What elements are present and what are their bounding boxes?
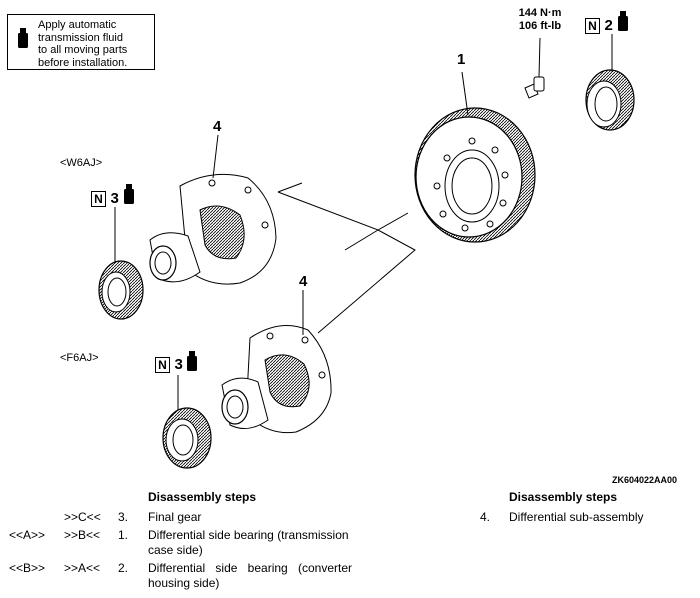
step-row: <<B>> >>A<< 2. Differential side bearing… (0, 561, 360, 593)
bearing-3-f6aj (162, 407, 212, 469)
note-box: Apply automatic transmission fluid to al… (7, 14, 155, 70)
callout-4-f6aj: 4 (299, 273, 308, 290)
n-badge: N (155, 357, 170, 373)
step-number: 1. (118, 528, 129, 542)
bearing-2 (585, 69, 635, 131)
note-line: Apply automatic (38, 19, 117, 31)
step-number: 4. (480, 510, 491, 524)
n-badge: N (91, 191, 106, 207)
steps-right-title: Disassembly steps (509, 490, 618, 504)
bolt (524, 76, 545, 99)
final-gear (414, 107, 536, 243)
note-line: transmission fluid (38, 31, 123, 44)
note-line: before installation. (38, 56, 128, 69)
step-row: <<A>> >>B<< 1. Differential side bearing… (0, 528, 360, 560)
note-text: Apply automatic transmission fluid to al… (38, 19, 154, 69)
step-text: Differential side bearing (transmission (148, 528, 349, 542)
differential-f6aj (221, 325, 332, 434)
torque-spec: 144 N·m 106 ft-lb (505, 7, 575, 33)
callout-4-w6aj: 4 (213, 118, 222, 135)
torque-imperial: 106 ft-lb (518, 20, 562, 32)
step-text: case side) (148, 543, 203, 557)
callout-3-w6aj: N 3 (91, 190, 119, 208)
variant-f6aj-label: <F6AJ> (60, 352, 99, 364)
torque-metric: 144 N·m (518, 7, 562, 19)
fluid-bottle-icon (18, 11, 628, 371)
bearing-3-w6aj (98, 260, 144, 320)
figure-code: ZK604022AA00 (612, 475, 678, 485)
callout-3-f6aj: N 3 (155, 356, 183, 374)
install-mark: <<B>> (9, 561, 46, 575)
callout-number: 2 (604, 17, 613, 34)
callout-2: N 2 (585, 17, 613, 35)
install-mark: <<A>> (9, 528, 46, 542)
step-text: housing side) (148, 576, 220, 590)
steps-left-title: Disassembly steps (148, 490, 257, 504)
callout-1: 1 (457, 51, 466, 68)
step-number: 3. (118, 510, 129, 524)
differential-w6aj (149, 173, 277, 285)
remove-mark: >>A<< (64, 561, 101, 575)
variant-w6aj-label: <W6AJ> (60, 157, 103, 169)
step-text: Final gear (148, 510, 202, 524)
step-text: Differential side bearing (converter (148, 561, 352, 575)
callout-number: 3 (174, 356, 183, 373)
callout-number: 3 (110, 190, 119, 207)
remove-mark: >>B<< (64, 528, 101, 542)
note-line: to all moving parts (38, 44, 128, 56)
remove-mark: >>C<< (64, 510, 101, 524)
n-badge: N (585, 18, 600, 34)
connection-lines (277, 182, 416, 334)
step-number: 2. (118, 561, 129, 575)
step-text: Differential sub-assembly (509, 510, 644, 524)
